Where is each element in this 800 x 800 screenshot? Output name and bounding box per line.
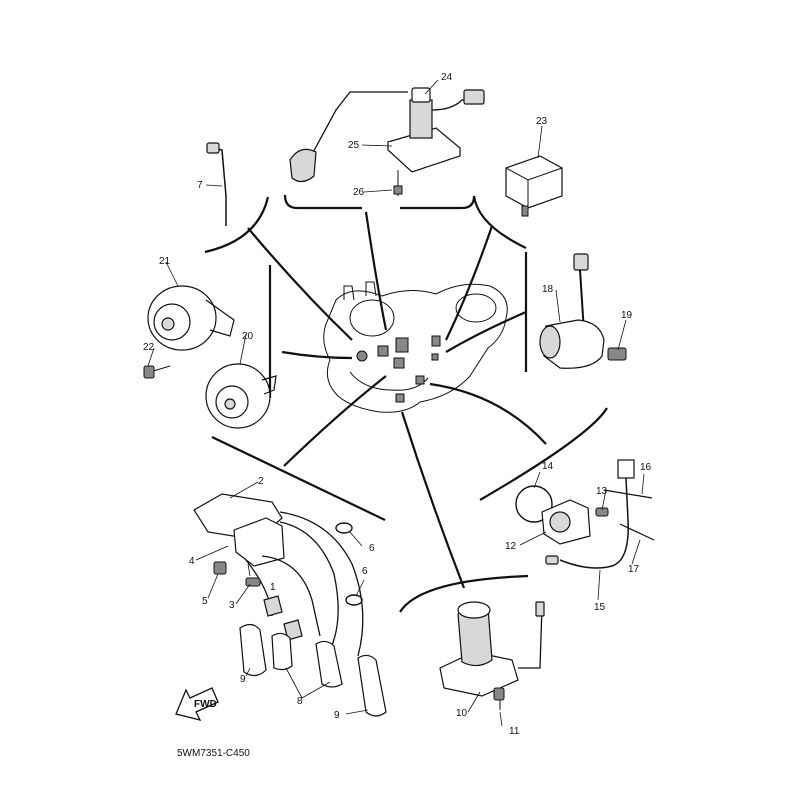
callout-6b: 6 bbox=[362, 566, 368, 577]
part-oil-sensor bbox=[439, 601, 545, 710]
bracket-oil-sensor bbox=[399, 574, 529, 613]
callout-12: 12 bbox=[505, 541, 517, 552]
bracket-fuel-sender-right bbox=[400, 195, 476, 210]
fwd-arrow: FWD bbox=[175, 687, 219, 721]
callout-2: 2 bbox=[258, 476, 264, 487]
bracket-wire bbox=[204, 196, 270, 254]
callout-26: 26 bbox=[353, 187, 365, 198]
bracket-fuel-sender bbox=[283, 194, 362, 210]
part-wire-lead bbox=[206, 142, 227, 226]
connector-neutral bbox=[429, 382, 547, 445]
callout-1: 1 bbox=[270, 582, 276, 593]
callout-25: 25 bbox=[348, 140, 360, 151]
callout-5: 5 bbox=[202, 596, 208, 607]
part-sensor bbox=[539, 253, 627, 369]
callout-7: 7 bbox=[197, 180, 203, 191]
part-ignition-coils bbox=[193, 493, 387, 717]
callout-22: 22 bbox=[143, 342, 155, 353]
callout-14: 14 bbox=[542, 461, 554, 472]
part-fuel-sender bbox=[289, 87, 485, 196]
engine-silhouette bbox=[323, 281, 508, 413]
callout-24: 24 bbox=[441, 72, 453, 83]
callout-17: 17 bbox=[628, 564, 640, 575]
connector-lines bbox=[247, 211, 547, 589]
connector-sensor bbox=[445, 310, 527, 353]
callout-20: 20 bbox=[242, 331, 254, 342]
callout-9b: 9 bbox=[334, 710, 340, 721]
callout-18: 18 bbox=[542, 284, 554, 295]
bracket-coils bbox=[211, 436, 386, 521]
callout-leaders bbox=[147, 79, 645, 727]
callout-15: 15 bbox=[594, 602, 606, 613]
connector-oil-sensor bbox=[400, 411, 466, 589]
connector-relay bbox=[445, 225, 494, 341]
callout-11: 11 bbox=[509, 726, 520, 737]
group-borders bbox=[204, 194, 608, 613]
connector-coils bbox=[283, 375, 387, 467]
callout-10: 10 bbox=[456, 708, 468, 719]
part-horns bbox=[143, 285, 277, 429]
callout-numbers: 1 2 3 4 5 6 6 7 8 9 9 10 11 12 13 14 15 … bbox=[143, 72, 652, 737]
callout-9a: 9 bbox=[240, 674, 246, 685]
callout-6a: 6 bbox=[369, 543, 375, 554]
callout-4: 4 bbox=[189, 556, 195, 567]
callout-13: 13 bbox=[596, 486, 608, 497]
callout-8: 8 bbox=[297, 696, 303, 707]
bracket-neutral bbox=[479, 407, 608, 501]
callout-3: 3 bbox=[229, 600, 235, 611]
bracket-relay bbox=[472, 195, 527, 249]
drawing-code: 5WM7351-C450 bbox=[177, 748, 250, 759]
connector-horns bbox=[281, 350, 353, 360]
callout-19: 19 bbox=[621, 310, 633, 321]
callout-21: 21 bbox=[159, 256, 171, 267]
callout-23: 23 bbox=[536, 116, 548, 127]
callout-16: 16 bbox=[640, 462, 652, 473]
connector-wire bbox=[247, 227, 353, 341]
fwd-label: FWD bbox=[194, 699, 217, 710]
part-neutral-switch bbox=[515, 459, 655, 569]
connector-fuel-sender bbox=[364, 211, 388, 331]
part-relay bbox=[505, 155, 563, 217]
